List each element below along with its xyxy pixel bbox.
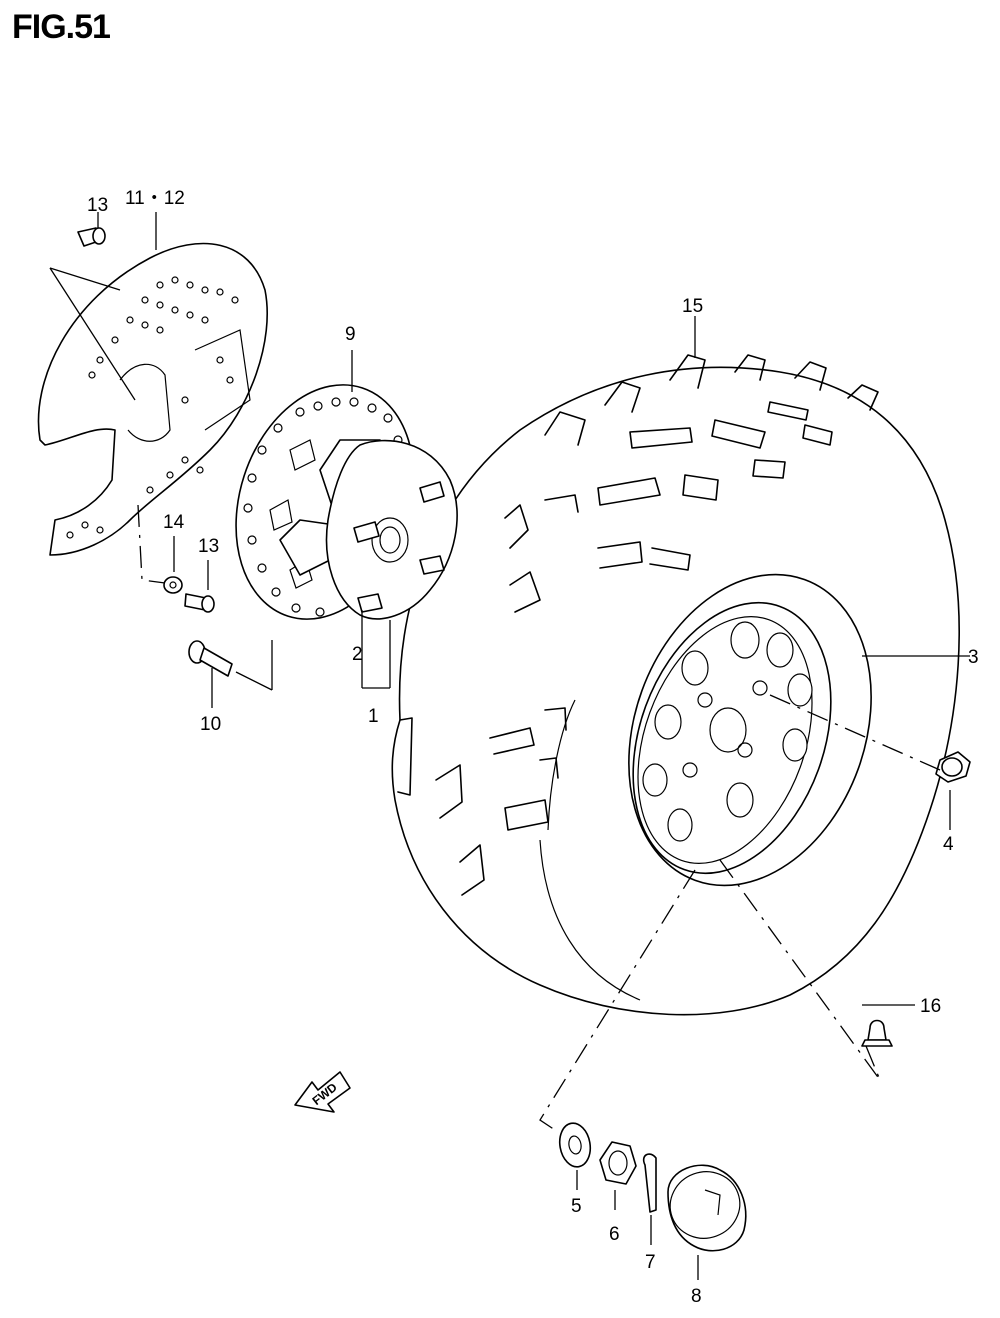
hub-stud <box>353 481 445 613</box>
callout-5: 5 <box>571 1196 582 1217</box>
callout-10: 10 <box>200 714 221 735</box>
assembly-centerlines <box>137 504 941 1131</box>
callout-numbers: 1 2 3 4 5 6 7 8 9 10 11・12 13 13 14 15 1… <box>87 188 979 1307</box>
callout-16: 16 <box>920 996 941 1017</box>
hub-cap <box>667 1164 747 1252</box>
wheel-rim <box>628 573 872 887</box>
cotter-pin <box>642 1153 657 1213</box>
leader-lines <box>49 212 970 1280</box>
callout-6: 6 <box>609 1224 620 1245</box>
wheel-hub <box>279 439 458 620</box>
valve-stem <box>861 1019 893 1047</box>
brake-disc-cover <box>37 242 269 556</box>
callout-9: 9 <box>345 324 356 345</box>
callout-13-top: 13 <box>87 195 108 216</box>
callout-7: 7 <box>645 1252 656 1273</box>
callout-13-lower: 13 <box>198 536 219 557</box>
callout-14: 14 <box>163 512 185 533</box>
cover-bolt-top <box>77 227 106 247</box>
cover-bolt-lower <box>184 593 215 613</box>
callout-11-12: 11・12 <box>125 188 185 209</box>
callout-2: 2 <box>352 644 363 665</box>
disc-bolt <box>188 640 233 677</box>
figure-title: FIG.51 <box>12 8 111 46</box>
wheel-nut <box>935 751 971 783</box>
callout-3: 3 <box>968 647 979 668</box>
cover-washer <box>163 576 183 594</box>
callout-8: 8 <box>691 1286 702 1307</box>
callout-1: 1 <box>368 706 379 727</box>
callout-4: 4 <box>943 834 954 855</box>
axle-washer <box>558 1122 592 1168</box>
forward-direction-arrow: FWD <box>294 1071 351 1113</box>
callout-15: 15 <box>682 296 703 317</box>
castle-nut <box>599 1141 637 1185</box>
